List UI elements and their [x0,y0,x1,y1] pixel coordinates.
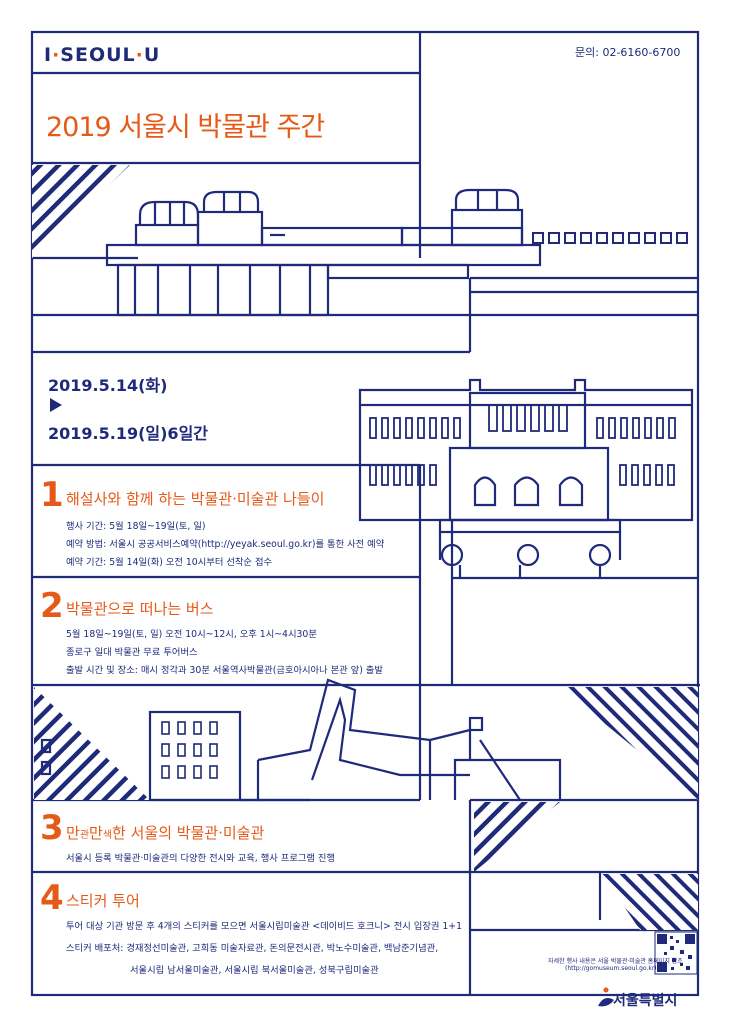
page-title: 2019 서울시 박물관 주간 [46,112,325,143]
section-4-line-2: 스티커 배포처: 경재정선미술관, 고희동 미술자료관, 돈의문전시관, 박노수… [66,943,439,954]
section-4-line-3: 서울시립 남서울미술관, 서울시립 북서울미술관, 성북구립미술관 [130,965,379,976]
section-1-number: 1 [40,475,64,515]
brand-logo: I·SEOUL·U [44,44,161,66]
footer-url: (http://gomuseum.seoul.go.kr) [565,965,657,972]
contact-info: 문의: 02-6160-6700 [575,46,681,59]
section-4-title: 스티커 투어 [66,892,140,910]
section-2-line-3: 출발 시간 및 장소: 매시 정각과 30분 서울역사박물관(금호아시아나 본관… [66,665,383,676]
seoul-city-label: 서울특별시 [613,993,678,1009]
date-end: 2019.5.19(일)6일간 [48,424,209,443]
section-3-line-1: 서울시 등록 박물관·미술관의 다양한 전시와 교육, 행사 프로그램 진행 [66,853,336,864]
section-1-line-3: 예약 기간: 5월 14일(화) 오전 10시부터 선착순 접수 [66,557,273,568]
section-4-line-1: 투어 대상 기관 방문 후 4개의 스티커를 모으면 서울시립미술관 <데이비드… [66,921,462,932]
qr-code-icon [654,931,698,975]
section-1-line-2: 예약 방법: 서울시 공공서비스예약(http://yeyak.seoul.go… [66,539,385,550]
footer-note: 자세한 행사 내용은 서울 박물관·미술관 홈페이지 참조 [548,958,683,965]
section-3-number: 3 [40,808,64,848]
section-2-line-2: 종로구 일대 박물관 무료 투어버스 [66,647,198,658]
seoul-logo-icon [598,987,614,1007]
section-2-number: 2 [40,586,64,626]
section-3-title: 만관만색한 서울의 박물관·미술관 [66,824,265,842]
section-4-number: 4 [40,878,64,918]
section-1-title: 해설사와 함께 하는 박물관·미술관 나들이 [66,490,325,508]
date-arrow-icon [50,398,62,412]
date-start: 2019.5.14(화) [48,376,168,395]
section-2-line-1: 5월 18일~19일(토, 일) 오전 10시~12시, 오후 1시~4시30분 [66,629,317,640]
section-2-title: 박물관으로 떠나는 버스 [66,600,214,618]
section-1-line-1: 행사 기간: 5월 18일~19일(토, 일) [66,521,206,532]
